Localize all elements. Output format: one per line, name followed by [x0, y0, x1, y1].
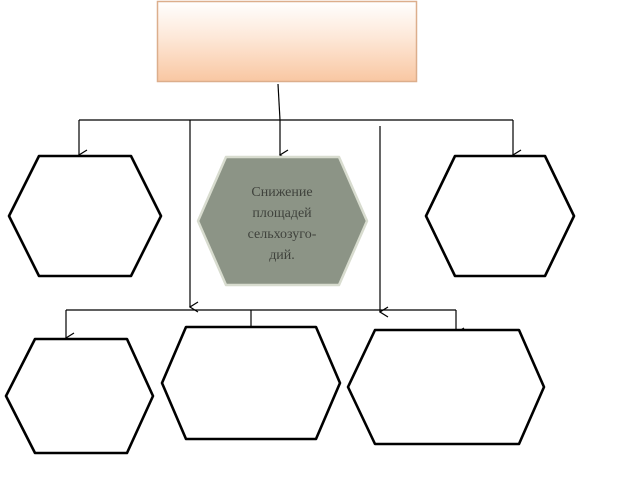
hexagon-top-left: [7, 154, 163, 278]
header-box: [156, 0, 418, 83]
middle-connectors: [190, 120, 380, 312]
hexagon-bottom-left: [4, 337, 155, 455]
hexagon-top-center: [196, 155, 369, 287]
hexagon-top-right: [424, 154, 576, 278]
hexagon-bottom-middle: [160, 325, 342, 441]
header-stem-line: [277, 83, 281, 121]
hexagon-bottom-right: [346, 328, 546, 446]
top-connectors: [79, 83, 513, 155]
